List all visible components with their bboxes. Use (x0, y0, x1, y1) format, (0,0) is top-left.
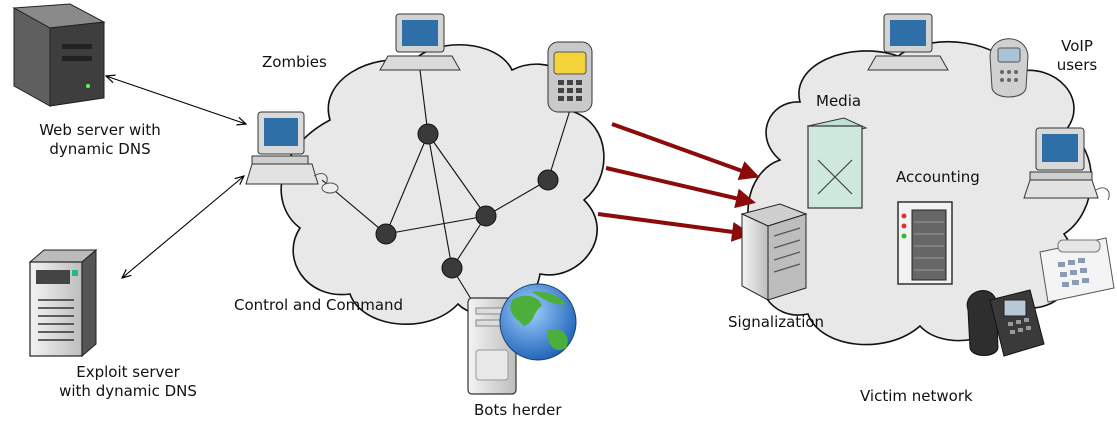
web-server-icon (12, 3, 106, 107)
botnet-node (475, 205, 497, 227)
media-server-icon (806, 117, 868, 209)
victim-laptop-icon (867, 13, 949, 71)
botnet-node (537, 169, 559, 191)
ip-phone-icon (966, 289, 1045, 357)
zombie-laptop-icon (379, 13, 461, 71)
exploit-server-label-line2: with dynamic DNS (59, 382, 197, 400)
victim-network-label: Victim network (860, 387, 973, 405)
zombie-pda-icon (547, 41, 593, 113)
bots-herder-label: Bots herder (474, 401, 562, 419)
attack-arrow (605, 166, 756, 209)
botnet-node (441, 257, 463, 279)
accounting-server-icon (897, 201, 953, 285)
control-command-label: Control and Command (234, 296, 404, 314)
voip-users-label: VoIP users (1046, 37, 1108, 75)
signalization-label: Signalization (728, 313, 825, 331)
voip-users-label-line2: users (1056, 56, 1098, 74)
web-server-link-arrow (106, 76, 246, 124)
voip-users-label-line1: VoIP (1061, 37, 1093, 55)
botnet-nodes (375, 123, 559, 279)
zombies-label: Zombies (262, 53, 327, 71)
exploit-server-link-arrow (122, 176, 244, 278)
exploit-server-icon (28, 248, 98, 358)
globe-icon (499, 283, 577, 361)
web-server-label: Web server with dynamic DNS (30, 121, 170, 159)
attack-arrows (597, 122, 760, 242)
botnet-node (417, 123, 439, 145)
signalization-server-icon (740, 203, 808, 301)
voip-mobile-phone-icon (989, 38, 1029, 98)
attack-arrow (611, 122, 760, 180)
exploit-server-label-line1: Exploit server (76, 363, 180, 381)
accounting-label: Accounting (896, 168, 980, 186)
media-label: Media (816, 92, 862, 110)
exploit-server-label: Exploit server with dynamic DNS (42, 363, 214, 401)
victim-desktop-icon (1023, 127, 1110, 201)
web-server-label-line2: dynamic DNS (49, 140, 151, 158)
desk-phone-icon (1039, 237, 1115, 303)
web-server-label-line1: Web server with (39, 121, 161, 139)
attack-arrow (597, 212, 752, 242)
botnet-cloud (280, 44, 605, 325)
botnet-node (375, 223, 397, 245)
zombie-desktop-icon (245, 111, 339, 194)
